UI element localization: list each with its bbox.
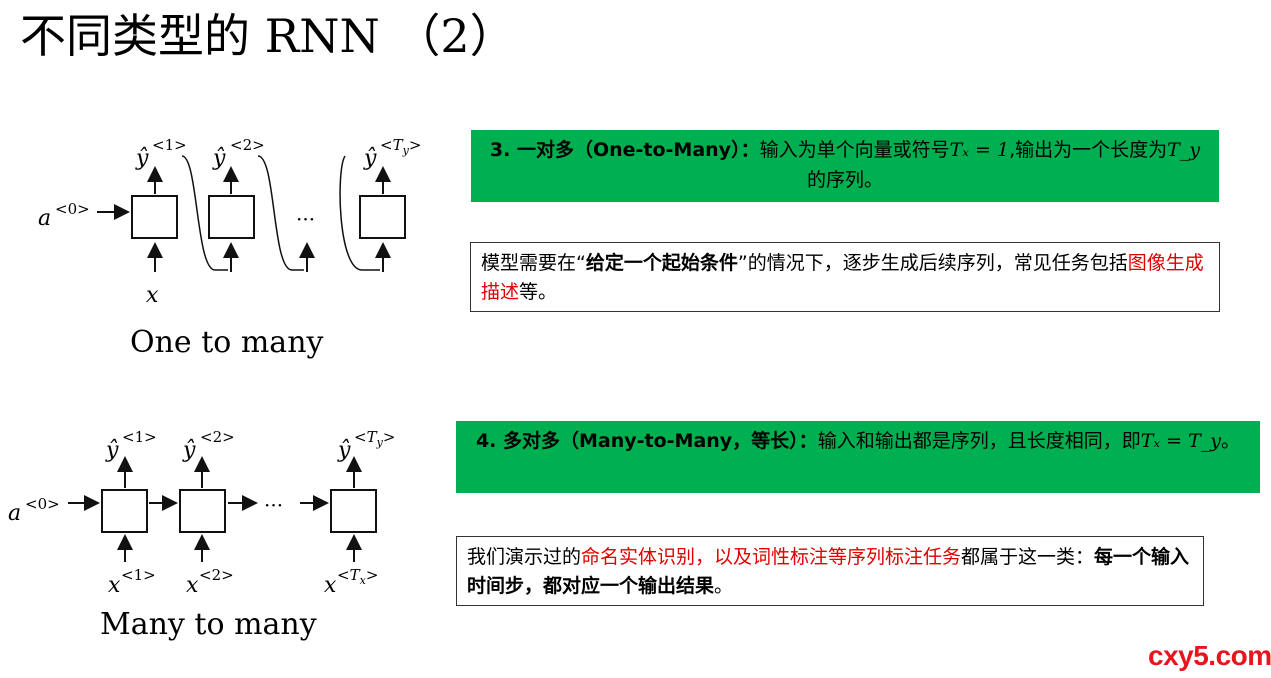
section4-math-a: Tₓ = T_y	[1140, 430, 1222, 452]
d2-output-1: ŷ	[105, 438, 119, 463]
d2-cell-1	[101, 489, 148, 533]
note4-mid: 都属于这一类：	[961, 546, 1095, 568]
section4-text-b: 。	[1221, 430, 1241, 452]
d1-output-2: ŷ	[212, 146, 226, 171]
note4-box: 我们演示过的命名实体识别，以及词性标注等序列标注任务都属于这一类：每一个输入时间…	[456, 536, 1204, 606]
note3-red: 图像生成描述	[481, 252, 1204, 303]
svg-text:<2>: <2>	[199, 566, 234, 584]
note3-mid: ”的情况下，逐步生成后续序列，常见任务包括	[737, 252, 1128, 274]
section4-heading: 4. 多对多（Many-to-Many，等长）：	[475, 430, 818, 452]
d2-ellipsis: ···	[264, 493, 283, 517]
note4-red: 命名实体识别，以及词性标注等序列标注任务	[581, 546, 962, 568]
note3-bold: 给定一个起始条件	[585, 252, 738, 274]
d2-cell-2	[179, 489, 226, 533]
section3-heading: 3. 一对多（One-to-Many）：	[489, 139, 760, 161]
d1-cell-2	[208, 195, 255, 239]
note3-box: 模型需要在“给定一个起始条件”的情况下，逐步生成后续序列，常见任务包括图像生成描…	[470, 242, 1220, 312]
svg-text:<1>: <1>	[152, 136, 187, 154]
section3-text-a: 输入为单个向量或符号	[759, 139, 950, 161]
svg-text:<0>: <0>	[55, 200, 90, 218]
svg-text:<2>: <2>	[200, 428, 235, 446]
svg-text:<Tx>: <Tx>	[337, 566, 378, 587]
section3-math-a: Tₓ = 1	[949, 139, 1010, 161]
note4-post: 。	[714, 575, 734, 597]
d1-output-ty: ŷ	[363, 146, 377, 171]
svg-text:<1>: <1>	[122, 428, 157, 446]
d2-a0-label: a	[8, 501, 21, 526]
one-to-many-diagram: a <0> ··· ŷ <1> ŷ <2> ŷ <Ty> x One to ma…	[38, 136, 421, 360]
section3-math-b: T_y	[1167, 139, 1201, 161]
section4-box: 4. 多对多（Many-to-Many，等长）：输入和输出都是序列，且长度相同，…	[456, 421, 1260, 493]
d2-cell-3	[330, 489, 377, 533]
section3-text-b: ,输出为一个长度为	[1009, 139, 1168, 161]
d1-cell-1	[131, 195, 178, 239]
svg-text:<0>: <0>	[25, 495, 60, 513]
d2-caption: Many to many	[100, 607, 317, 642]
d2-input-2: x	[186, 573, 199, 598]
svg-text:<Ty>: <Ty>	[354, 428, 395, 449]
svg-text:<1>: <1>	[121, 566, 156, 584]
note3-pre: 模型需要在“	[481, 252, 586, 274]
many-to-many-diagram: a <0> ··· ŷ <1> ŷ <2> ŷ <Ty> x <1> x <2>…	[8, 428, 395, 642]
note4-bold: 每一个输入时间步，都对应一个输出结果	[467, 546, 1190, 597]
d1-output-1: ŷ	[135, 146, 149, 171]
d2-output-ty: ŷ	[337, 438, 351, 463]
watermark: cxy5.com	[1148, 640, 1271, 671]
d1-cell-3	[359, 195, 406, 239]
svg-text:<2>: <2>	[230, 136, 265, 154]
d2-input-1: x	[108, 573, 121, 598]
note4-pre: 我们演示过的	[467, 546, 582, 568]
section3-box: 3. 一对多（One-to-Many）：输入为单个向量或符号Tₓ = 1,输出为…	[471, 130, 1219, 202]
d2-input-tx: x	[324, 573, 337, 598]
d1-a0-label: a	[38, 206, 51, 231]
svg-text:<Ty>: <Ty>	[380, 136, 421, 157]
d2-output-2: ŷ	[182, 438, 196, 463]
section3-text-c: 的序列。	[806, 169, 883, 191]
d1-input-x: x	[146, 283, 159, 308]
slide-title: 不同类型的 RNN （2）	[20, 9, 516, 63]
section4-text-a: 输入和输出都是序列，且长度相同，即	[817, 430, 1141, 452]
note3-post: 等。	[519, 281, 558, 303]
d1-caption: One to many	[130, 325, 324, 360]
d1-ellipsis: ···	[296, 207, 315, 231]
